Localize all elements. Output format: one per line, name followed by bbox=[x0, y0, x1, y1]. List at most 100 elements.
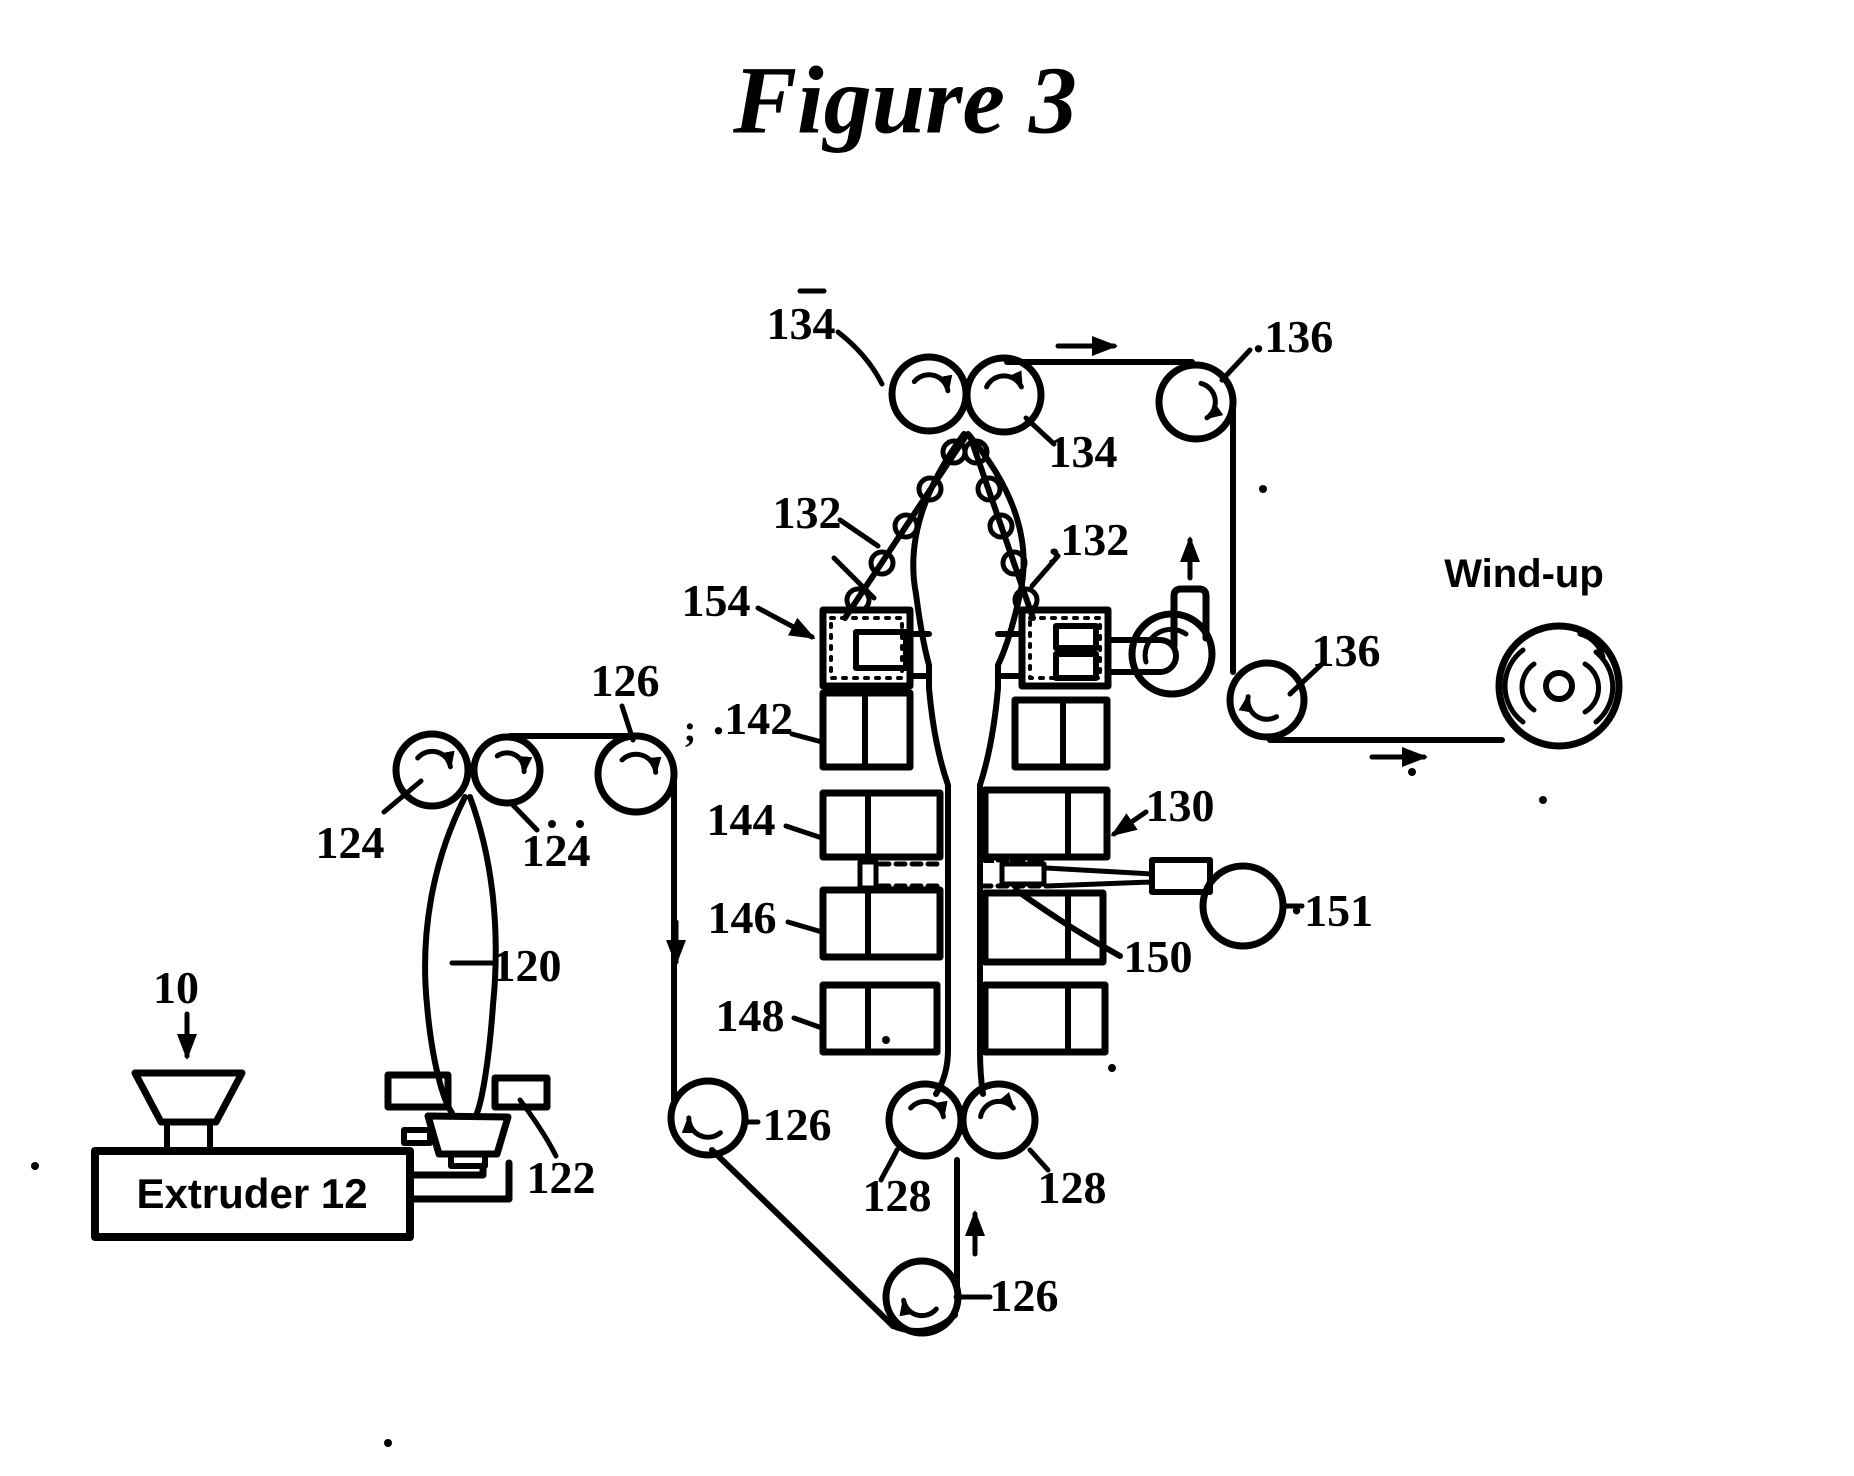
leader-132-left-a bbox=[837, 517, 881, 549]
roller-128-left bbox=[885, 1080, 965, 1160]
label-ref-128-right: 128 bbox=[1037, 1162, 1107, 1213]
speck bbox=[1259, 485, 1267, 493]
roller-124-right-rotation-arrow bbox=[494, 750, 533, 775]
figure-title: Figure 3 bbox=[732, 46, 1078, 154]
die-group bbox=[384, 1071, 551, 1169]
hopper bbox=[131, 1069, 246, 1126]
label-ref-10: 10 bbox=[153, 962, 199, 1013]
roller-124-left bbox=[392, 730, 472, 810]
leader-142 bbox=[789, 731, 825, 745]
label-ref-142: .142 bbox=[712, 693, 794, 744]
hopper-neck bbox=[164, 1119, 213, 1153]
leader-136-lower bbox=[1287, 661, 1325, 697]
speck bbox=[31, 1162, 39, 1170]
speck bbox=[882, 1036, 890, 1044]
probe-rod bbox=[1043, 865, 1155, 889]
speck bbox=[384, 1439, 392, 1447]
roller-126-top bbox=[594, 732, 678, 816]
nip-guide-151 bbox=[1199, 862, 1287, 950]
bubble-upper bbox=[910, 431, 1027, 1097]
leader-132-left-b bbox=[831, 555, 877, 601]
speck bbox=[1108, 1064, 1116, 1072]
roller-126-bottom-rotation-arrow bbox=[899, 1297, 939, 1319]
roller-136-top-rotation-arrow bbox=[1198, 380, 1224, 421]
speck bbox=[1539, 796, 1547, 804]
leader-134-left bbox=[835, 329, 885, 387]
leader-128-left bbox=[878, 1147, 900, 1183]
heater-146-right bbox=[981, 889, 1107, 966]
heater-148-right bbox=[981, 981, 1109, 1056]
roller-126-top-rotation-arrow bbox=[619, 751, 662, 776]
extruder-body bbox=[91, 1147, 414, 1241]
roller-136-lower bbox=[1226, 659, 1308, 741]
label-ref-126-bottom: 126 bbox=[989, 1270, 1059, 1321]
film-path bbox=[507, 359, 1505, 1334]
label-ref-134-right: 134 bbox=[1048, 426, 1118, 477]
leader-150 bbox=[1013, 887, 1123, 959]
leader-124-left bbox=[381, 778, 424, 815]
heater-146-left bbox=[819, 886, 944, 961]
roller-128-left-rotation-arrow bbox=[908, 1098, 948, 1120]
label-ref-134-left: 134 bbox=[766, 298, 836, 349]
ink-specks bbox=[31, 485, 1547, 1447]
die-base bbox=[448, 1151, 488, 1169]
roller-134-left bbox=[888, 353, 970, 435]
label-ref-124-left: 124 bbox=[315, 817, 385, 868]
roller-128-right-rotation-arrow bbox=[978, 1092, 1016, 1120]
label-ref-126-left: 126 bbox=[762, 1099, 832, 1150]
label-ref-130: 130 bbox=[1145, 780, 1215, 831]
heater-144-left bbox=[819, 789, 944, 861]
flow-arrows bbox=[177, 336, 1428, 1257]
blower bbox=[1128, 585, 1216, 698]
label-ref-151: ·151 bbox=[1288, 885, 1374, 936]
label-ref-148: 148 bbox=[715, 990, 785, 1041]
label-ref-154: 154 bbox=[681, 575, 751, 626]
label-ref-132-left: 132 bbox=[772, 487, 842, 538]
label-ref-126-top: 126 bbox=[590, 655, 660, 706]
label-stray-semicolon: ; bbox=[683, 708, 697, 750]
die-body bbox=[424, 1112, 512, 1158]
heater-144-right bbox=[981, 786, 1111, 861]
oven-130 bbox=[819, 689, 1111, 1056]
probe-150 bbox=[857, 854, 1213, 959]
label-ref-120: 120 bbox=[492, 940, 562, 991]
leader-128-right bbox=[1027, 1147, 1051, 1173]
air-ring-right bbox=[491, 1074, 551, 1111]
label-ref-144: 144 bbox=[706, 794, 776, 845]
blower-outlet bbox=[1170, 585, 1210, 650]
label-extruder-name: Extruder 12 bbox=[136, 1170, 368, 1217]
heater-148-left bbox=[819, 981, 941, 1056]
leader-146 bbox=[785, 919, 825, 935]
speck bbox=[1408, 768, 1416, 776]
die-tab bbox=[401, 1127, 433, 1146]
roller-124-right bbox=[470, 733, 544, 807]
label-ref-136-lower: 136 bbox=[1311, 625, 1381, 676]
leader-132-right bbox=[1029, 553, 1061, 589]
extruder-group bbox=[91, 1069, 513, 1241]
roller-134-right bbox=[963, 354, 1045, 436]
label-ref-128-left: 128 bbox=[862, 1170, 932, 1221]
leader-144 bbox=[783, 823, 825, 841]
bubble-120 bbox=[422, 794, 499, 1116]
leader-122 bbox=[517, 1097, 559, 1159]
label-ref-136-top: .136 bbox=[1252, 311, 1334, 362]
label-ref-146: 146 bbox=[707, 892, 777, 943]
leader-154-arrow bbox=[755, 605, 816, 640]
leader-136-top bbox=[1219, 347, 1253, 383]
melt-pipe-outer bbox=[406, 1159, 513, 1203]
windup-roll bbox=[1495, 622, 1623, 750]
label-ref-124-right: 124 bbox=[521, 825, 591, 876]
label-windup-name: Wind-up bbox=[1444, 552, 1604, 596]
roller-134-right-rotation-arrow bbox=[984, 370, 1024, 390]
speck bbox=[576, 820, 584, 828]
label-ref-132-right: ,132 bbox=[1048, 514, 1130, 565]
windup-core bbox=[1543, 670, 1575, 702]
label-ref-150: 150 bbox=[1123, 931, 1193, 982]
roller-126-bottom bbox=[882, 1257, 962, 1337]
speck bbox=[548, 820, 556, 828]
blower-spiral bbox=[1142, 626, 1189, 665]
roller-136-lower-rotation-arrow bbox=[1238, 693, 1280, 722]
label-ref-122: 122 bbox=[526, 1152, 596, 1203]
roller-126-left-rotation-arrow bbox=[681, 1115, 723, 1140]
